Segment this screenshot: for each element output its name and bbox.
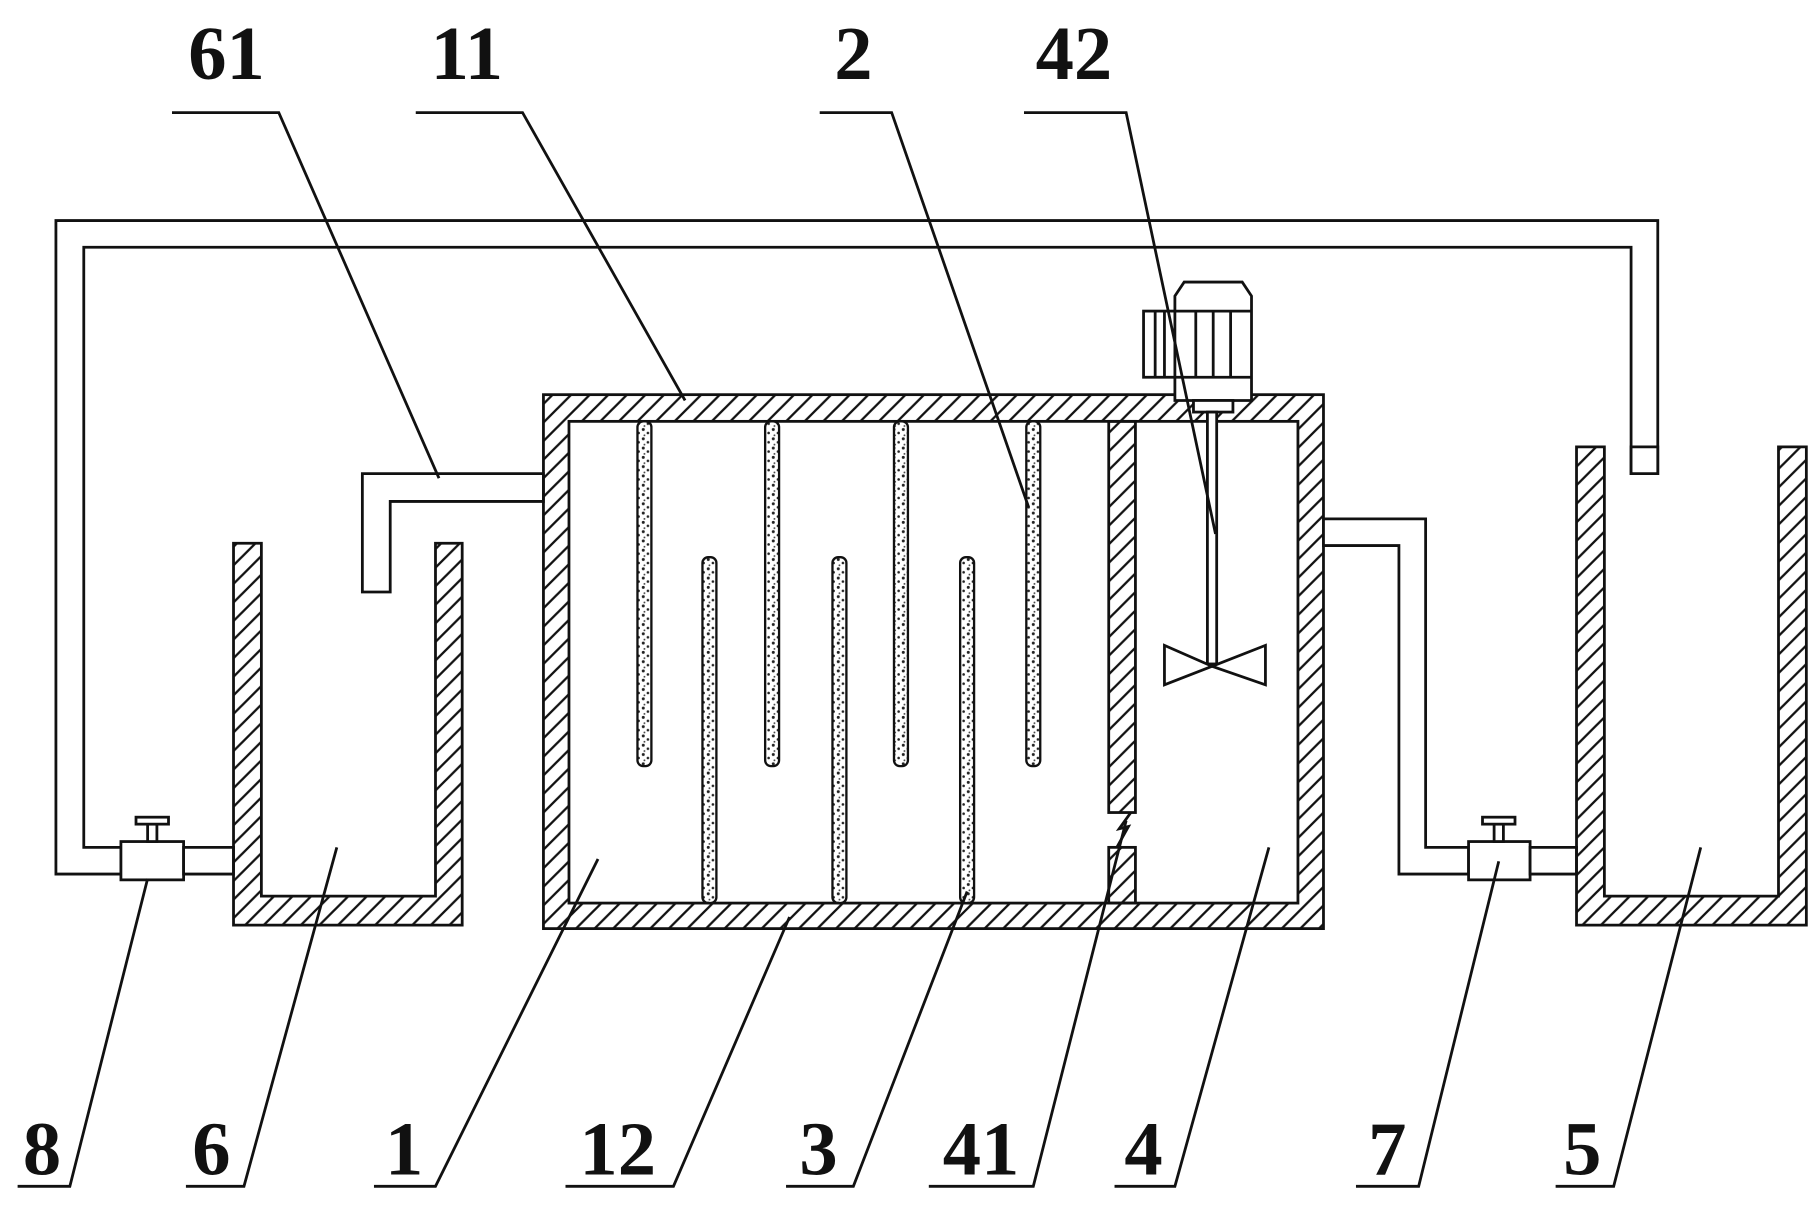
- baffle-top-3: [892, 420, 910, 768]
- leader-41: [928, 820, 1128, 1188]
- callout-12: 12: [579, 1107, 656, 1192]
- callout-11: 11: [431, 11, 503, 96]
- valve-8-stem: [146, 822, 159, 843]
- outlet-pipe: [1322, 517, 1470, 876]
- callout-2: 2: [834, 11, 872, 96]
- callout-7: 7: [1368, 1107, 1406, 1192]
- valve-7-stem: [1492, 822, 1505, 843]
- impeller-right-blade: [1208, 643, 1267, 687]
- tank-6-wall: [232, 541, 464, 927]
- leader-12: [565, 916, 791, 1188]
- pipe-valve8-to-tank6: [182, 845, 235, 876]
- leader-1: [373, 858, 600, 1188]
- callout-42: 42: [1036, 11, 1113, 96]
- callout-6: 6: [192, 1107, 230, 1192]
- leader-3: [786, 890, 969, 1188]
- leader-61: [171, 111, 441, 479]
- stirrer-shaft: [1206, 410, 1219, 666]
- leader-5: [1555, 847, 1703, 1188]
- valve-8-handle: [134, 815, 170, 826]
- baffle-top-1: [636, 420, 653, 768]
- tank-5-wall: [1575, 445, 1808, 927]
- valve-8-body: [119, 840, 185, 882]
- stirrer-motor: [1142, 280, 1253, 414]
- leader-4: [1114, 846, 1271, 1188]
- callout-41: 41: [943, 1107, 1020, 1192]
- valve-7: [1467, 815, 1532, 882]
- leader-11: [415, 111, 687, 402]
- leader-8: [17, 878, 149, 1188]
- leader-7: [1355, 860, 1501, 1188]
- callout-4: 4: [1124, 1107, 1162, 1192]
- callout-8: 8: [23, 1107, 61, 1192]
- baffle-bottom-2: [831, 556, 848, 905]
- leader-2: [819, 111, 1030, 508]
- return-pipe-inlet: [1629, 445, 1660, 475]
- callout-1: 1: [385, 1107, 423, 1192]
- leader-6: [185, 846, 339, 1188]
- baffle-bottom-3: [958, 556, 976, 905]
- baffle-top-2: [763, 420, 781, 768]
- valve-7-body: [1467, 840, 1532, 882]
- leader-42: [1023, 111, 1217, 535]
- partition-wall-upper: [1107, 419, 1137, 814]
- baffle-bottom-1: [701, 556, 718, 905]
- valve-7-handle: [1481, 815, 1517, 826]
- callout-3: 3: [799, 1107, 837, 1192]
- callout-5: 5: [1563, 1107, 1601, 1192]
- valve-8: [119, 815, 185, 882]
- impeller-left-blade: [1163, 643, 1216, 687]
- callout-61: 61: [188, 11, 265, 96]
- baffle-top-4: [1025, 420, 1042, 768]
- motor-neck: [1192, 399, 1235, 414]
- pipe-valve7-to-tank5: [1528, 845, 1578, 876]
